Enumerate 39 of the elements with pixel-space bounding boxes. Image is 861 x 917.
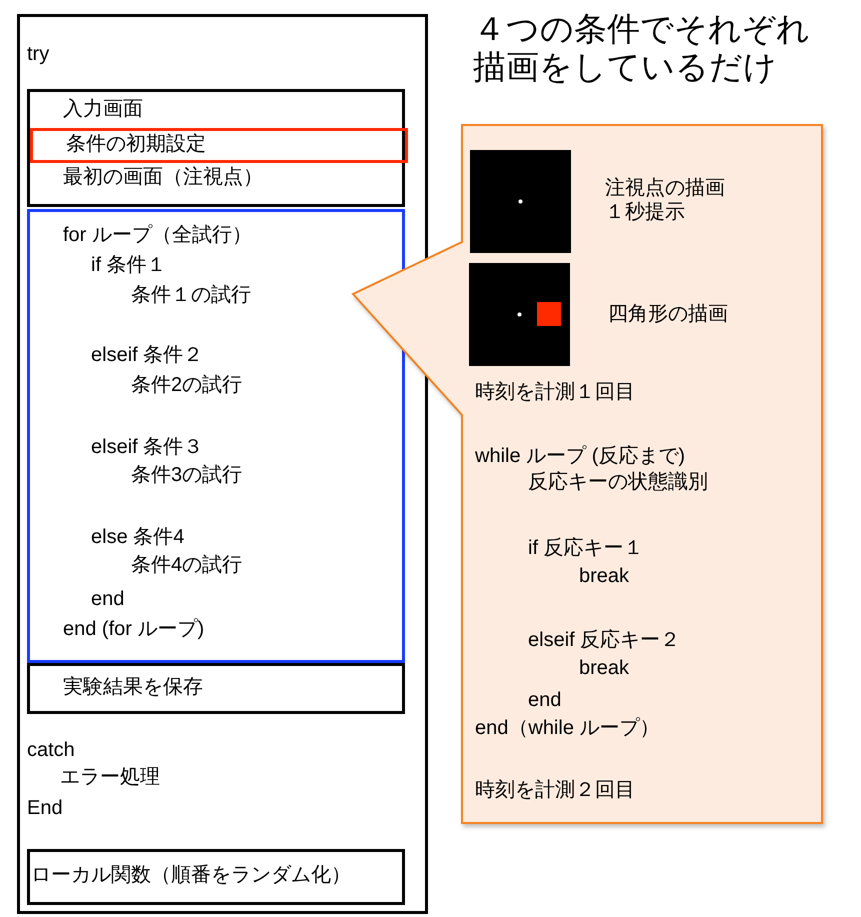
setup-box — [27, 89, 405, 207]
code-line: 条件3の試行 — [131, 463, 242, 487]
code-line: End — [27, 796, 63, 820]
code-line: for ループ（全試行） — [63, 223, 252, 247]
code-line: 条件4の試行 — [131, 553, 242, 577]
code-line: break — [579, 656, 630, 680]
code-line: 反応キーの状態識別 — [528, 470, 708, 494]
code-line: else 条件4 — [91, 525, 184, 549]
code-line: end — [528, 688, 562, 712]
code-line: 時刻を計測２回目 — [475, 778, 635, 802]
code-line: エラー処理 — [60, 765, 160, 789]
save-box — [27, 663, 405, 714]
code-line: elseif 反応キー２ — [528, 628, 680, 652]
loop-box — [27, 209, 405, 663]
code-line: end（while ループ） — [475, 716, 660, 740]
function-box — [27, 849, 405, 905]
heading: ４つの条件でそれぞれ描画をしているだけ — [473, 10, 811, 86]
code-line: elseif 条件２ — [91, 343, 204, 367]
picture-caption: 四角形の描画 — [608, 302, 728, 326]
code-line: 条件の初期設定 — [66, 132, 206, 156]
highlight-box — [30, 128, 408, 163]
code-line: end — [91, 587, 124, 611]
code-line: if 反応キー１ — [528, 536, 644, 560]
code-line: 最初の画面（注視点） — [63, 165, 263, 189]
code-line: if 条件１ — [91, 253, 167, 277]
code-line: ローカル関数（順番をランダム化） — [31, 863, 351, 887]
code-line: 入力画面 — [63, 97, 143, 121]
code-line: 条件１の試行 — [131, 283, 251, 307]
try-block-box — [17, 14, 428, 914]
code-line: 実験結果を保存 — [63, 675, 203, 699]
code-line: 時刻を計測１回目 — [475, 380, 635, 404]
code-line: 条件2の試行 — [131, 373, 242, 397]
code-line: catch — [27, 738, 75, 762]
code-line: end (for ループ) — [63, 617, 204, 641]
code-line: try — [27, 42, 50, 66]
picture-caption: 注視点の描画１秒提示 — [605, 176, 726, 224]
code-line: while ループ (反応まで) — [475, 444, 686, 468]
code-line: elseif 条件３ — [91, 435, 204, 459]
code-line: break — [579, 564, 630, 588]
